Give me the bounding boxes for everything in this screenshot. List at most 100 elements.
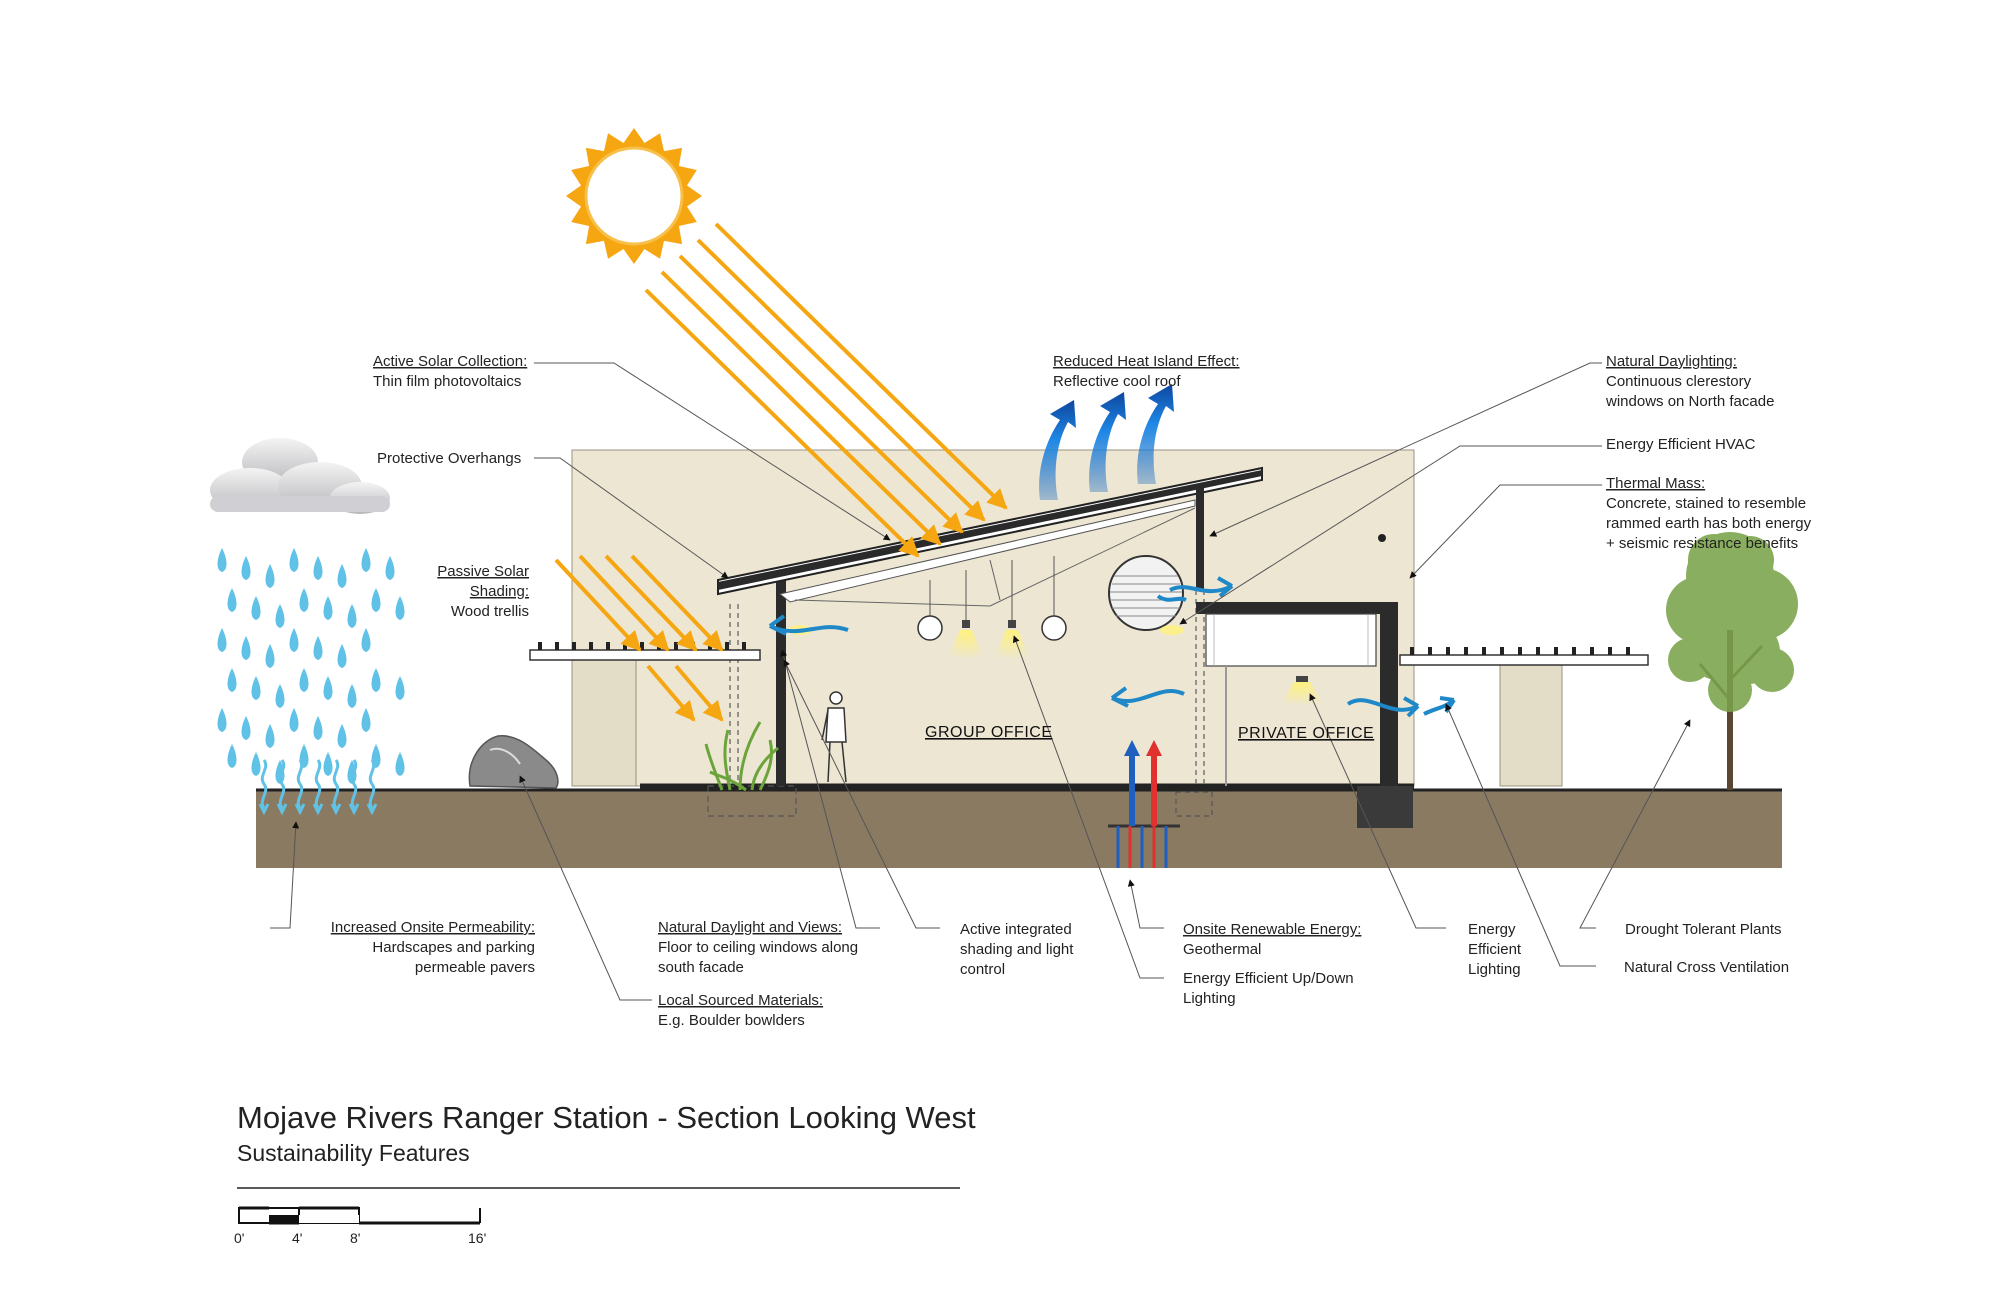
raindrop [323, 596, 333, 620]
annotation-overhangs-text: Protective Overhangs [377, 450, 521, 467]
raindrop [241, 716, 251, 740]
scale-tick-0: 0' [234, 1230, 244, 1246]
annotation-local-materials-heading: Local Sourced Materials: [658, 992, 823, 1009]
raindrop [299, 588, 309, 612]
scale-tick-16: 16' [468, 1230, 486, 1246]
annotation-renewable-heading: Onsite Renewable Energy: [1183, 921, 1361, 938]
raindrop [241, 556, 251, 580]
wall-dot [1378, 534, 1386, 542]
infiltration-arrow [332, 759, 340, 809]
annotation-daylight-views-line2: south facade [658, 959, 744, 976]
sun-icon [566, 128, 702, 264]
raindrop [217, 628, 227, 652]
annotation-passive-solar-text: Wood trellis [451, 603, 529, 620]
page-title: Mojave Rivers Ranger Station - Section L… [237, 1100, 976, 1135]
annotation-efficient-lighting-line1: Energy [1468, 921, 1516, 938]
annotation-drought-plants-text: Drought Tolerant Plants [1625, 921, 1781, 938]
raindrop [227, 588, 237, 612]
raindrop [323, 676, 333, 700]
ventilation-arrows [768, 576, 1456, 718]
raindrop [371, 668, 381, 692]
raindrop [251, 676, 261, 700]
private-office-enclosure [1195, 590, 1398, 786]
annotation-efficient-lighting-line2: Efficient [1468, 941, 1522, 958]
annotation-daylighting-line1: Continuous clerestory [1606, 373, 1752, 390]
raindrop [251, 596, 261, 620]
tree-foliage [1708, 668, 1752, 712]
annotation-passive-solar-heading: Passive Solar [437, 563, 529, 580]
raindrop [323, 752, 333, 776]
annotation-thermal-mass-heading: Thermal Mass: [1606, 475, 1705, 492]
infiltration-arrowhead [312, 803, 324, 816]
infiltration-arrowhead [330, 803, 342, 816]
raindrop [313, 636, 323, 660]
annotation-updown-lighting-line2: Lighting [1183, 990, 1236, 1007]
scale-tick-4: 4' [292, 1230, 302, 1246]
annotation-daylighting-heading: Natural Daylighting: [1606, 353, 1737, 370]
raindrop [395, 676, 405, 700]
annotation-passive-solar-heading2: Shading: [470, 583, 529, 600]
raindrop [313, 716, 323, 740]
geothermal-loop [1108, 740, 1180, 868]
raindrop [289, 708, 299, 732]
raindrop [313, 556, 323, 580]
raindrop [217, 708, 227, 732]
tree-foliage [1750, 648, 1794, 692]
raindrop [385, 556, 395, 580]
roof [717, 466, 1263, 607]
annotation-daylight-views-heading: Natural Daylight and Views: [658, 919, 842, 936]
annotation-renewable-line1: Geothermal [1183, 941, 1261, 958]
raindrop [361, 548, 371, 572]
annotation-thermal-mass-line2: rammed earth has both energy [1606, 515, 1812, 532]
south-column [776, 580, 786, 786]
sun-rays [554, 222, 1008, 722]
tree-foliage [1726, 536, 1774, 584]
boulder-icon [468, 735, 559, 789]
infiltration-arrow [350, 759, 358, 809]
raindrop [241, 636, 251, 660]
raindrop [217, 548, 227, 572]
hvac-unit [1108, 555, 1184, 631]
trellis-north [1399, 647, 1649, 666]
infiltration-arrow [278, 759, 286, 809]
footing-mid [1175, 791, 1213, 817]
annotation-efficient-lighting-line3: Lighting [1468, 961, 1521, 978]
annotation-thermal-mass-line1: Concrete, stained to resemble [1606, 495, 1806, 512]
leader-lines [270, 362, 1691, 1001]
annotation-permeability-line2: permeable pavers [415, 959, 535, 976]
infiltration-arrowhead [258, 803, 270, 816]
infiltration-arrow [260, 759, 268, 809]
infiltration-arrowhead [276, 803, 288, 816]
annotation-hvac-text: Energy Efficient HVAC [1606, 436, 1756, 453]
infiltration-arrowhead [366, 803, 378, 816]
annotation-cross-vent-text: Natural Cross Ventilation [1624, 959, 1789, 976]
annotation-active-shading-line3: control [960, 961, 1005, 978]
annotation-local-materials-line1: E.g. Boulder bowlders [658, 1012, 805, 1029]
tree-foliage [1668, 638, 1712, 682]
raindrop [299, 668, 309, 692]
annotation-permeability-heading: Increased Onsite Permeability: [331, 919, 535, 936]
plant-bed [704, 721, 779, 792]
raindrop [347, 604, 357, 628]
raindrop [337, 644, 347, 668]
west-pier [571, 659, 637, 787]
raindrop [265, 564, 275, 588]
scale-tick-8: 8' [350, 1230, 360, 1246]
infiltration-arrow [314, 759, 322, 809]
raindrop [227, 744, 237, 768]
raindrop [347, 684, 357, 708]
raindrop [361, 628, 371, 652]
annotation-permeability-line1: Hardscapes and parking [372, 939, 535, 956]
raindrop [395, 596, 405, 620]
raindrop [265, 724, 275, 748]
room-label-private-office: PRIVATE OFFICE [1238, 725, 1374, 742]
raindrop [371, 588, 381, 612]
annotation-active-shading-line1: Active integrated [960, 921, 1072, 938]
annotation-heat-island-text: Reflective cool roof [1053, 373, 1181, 390]
rain-cloud-icon [210, 438, 390, 514]
infiltration-arrow [368, 759, 376, 809]
annotation-heat-island-heading: Reduced Heat Island Effect: [1053, 353, 1240, 370]
person-figure [821, 691, 847, 783]
annotation-daylighting-line2: windows on North facade [1605, 393, 1774, 410]
annotation-active-solar-heading: Active Solar Collection: [373, 353, 527, 370]
